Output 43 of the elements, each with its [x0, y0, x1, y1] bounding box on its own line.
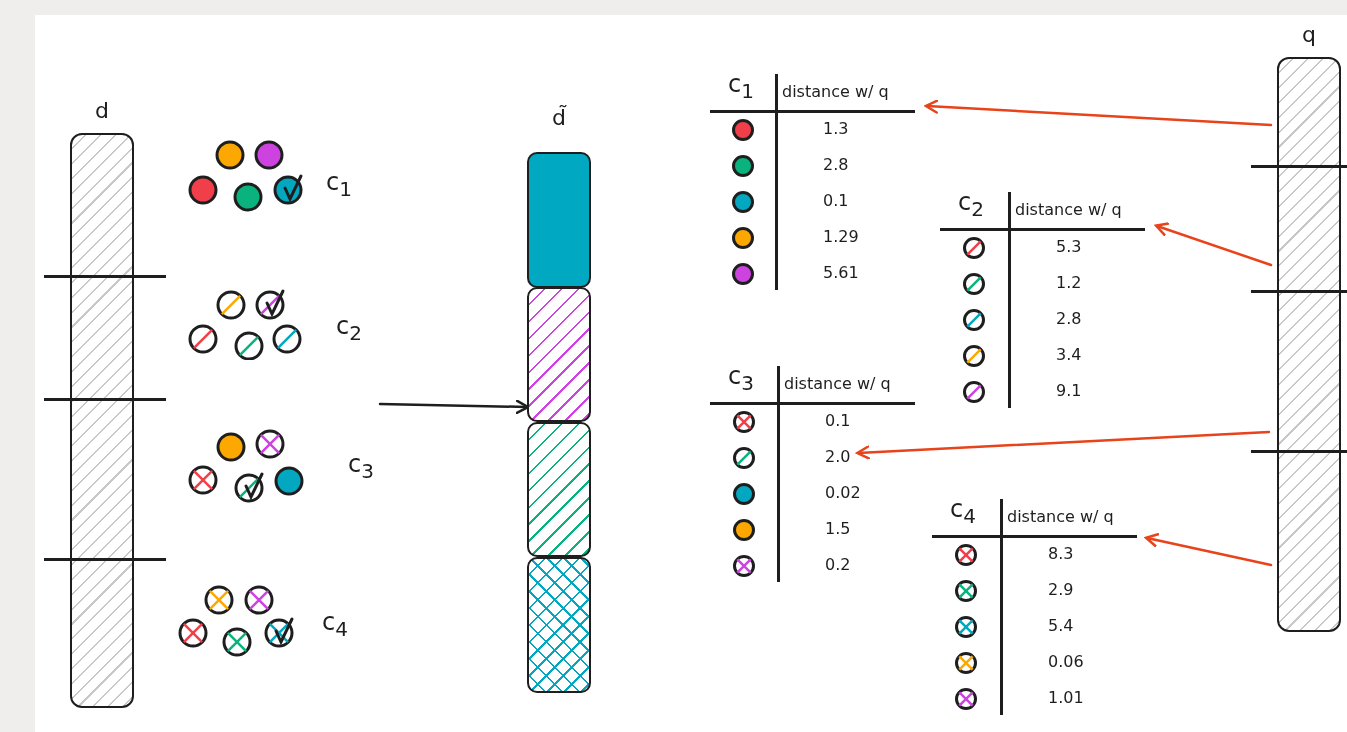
- column-header: distance w/ q: [782, 82, 889, 101]
- table-title: c$_{1}$: [728, 70, 754, 103]
- distance-value: 0.02: [825, 483, 861, 502]
- distance-value: 9.1: [1056, 381, 1082, 400]
- cluster-label: c$_{1}$: [326, 168, 352, 201]
- distance-value: 0.06: [1048, 652, 1084, 671]
- column-header: distance w/ q: [784, 374, 891, 393]
- chunk-segment: [527, 287, 591, 422]
- distance-value: 1.5: [825, 519, 851, 538]
- distance-value: 2.9: [1048, 580, 1074, 599]
- cluster-label: c$_{2}$: [336, 312, 362, 345]
- distance-value: 5.4: [1048, 616, 1074, 635]
- distance-value: 0.2: [825, 555, 851, 574]
- arrow: [1144, 533, 1273, 567]
- distance-value: 1.3: [823, 119, 849, 138]
- bar-label: d̃: [551, 105, 568, 130]
- table-title: c$_{4}$: [950, 495, 976, 528]
- distance-value: 2.8: [823, 155, 849, 174]
- distance-value: 0.1: [823, 191, 849, 210]
- distance-value: 0.1: [825, 411, 851, 430]
- distance-value: 2.8: [1056, 309, 1082, 328]
- table-title: c$_{3}$: [728, 362, 754, 395]
- column-header: distance w/ q: [1007, 507, 1114, 526]
- distance-value: 8.3: [1048, 544, 1074, 563]
- distance-value: 3.4: [1056, 345, 1082, 364]
- table-title: c$_{2}$: [958, 188, 984, 221]
- distance-value: 5.61: [823, 263, 859, 282]
- distance-value: 5.3: [1056, 237, 1082, 256]
- distance-value: 1.2: [1056, 273, 1082, 292]
- distance-value: 2.0: [825, 447, 851, 466]
- chunk-segment: [527, 152, 591, 288]
- distance-value: 1.29: [823, 227, 859, 246]
- chunk-segment: [527, 557, 591, 693]
- cluster-label: c$_{3}$: [348, 450, 374, 483]
- distance-value: 1.01: [1048, 688, 1084, 707]
- bar-label: d: [94, 98, 110, 123]
- arrow: [856, 430, 1271, 460]
- chunk-segment: [527, 422, 591, 557]
- arrow: [1154, 222, 1273, 267]
- bar-label: q: [1301, 22, 1317, 47]
- arrow: [924, 99, 1273, 127]
- cluster-label: c$_{4}$: [322, 608, 348, 641]
- column-header: distance w/ q: [1015, 200, 1122, 219]
